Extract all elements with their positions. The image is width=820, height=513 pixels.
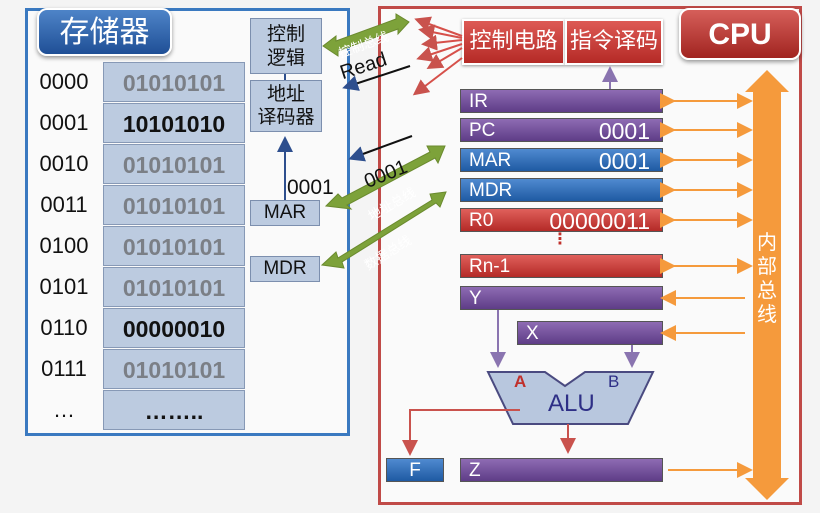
memory-address: 0010 [39,151,89,176]
memory-title: 存储器 [37,8,172,56]
register-mar-label: MAR [469,150,512,171]
memory-cell: 10101010 [103,103,245,143]
register-ellipsis: ⋮ [552,231,568,248]
register-z-label: Z [469,460,481,481]
memory-mar-box: MAR [250,200,320,226]
memory-address: 0101 [39,274,89,299]
register-x-label: X [526,323,539,344]
read-signal-arrow [342,65,411,91]
memory-address: 0110 [40,315,88,340]
register-bus-connectors [660,93,753,478]
register-pc-value: 0001 [598,118,650,144]
control-signal-arrows [412,16,463,96]
register-rn-1-label: Rn-1 [469,256,511,277]
memory-mdr-box: MDR [250,256,320,282]
register-rn-1: Rn-1 [460,254,663,278]
alu-shape [486,371,655,425]
memory-cell: 01010101 [103,226,245,266]
register-r0-label: R0 [469,210,494,231]
register-f: F [386,458,444,482]
memory-cell: 01010101 [103,144,245,184]
memory-address: 0100 [39,233,89,258]
register-y-label: Y [469,288,482,309]
register-y: Y [460,286,663,310]
alu-output-arrows [402,409,576,456]
instruction-decoder-box: 指令译码 [565,19,663,65]
internal-bus-label: 内部总线 [757,230,777,326]
alu-label: ALU [548,390,595,417]
register-mar: MAR 0001 [460,148,663,174]
control-bus [322,13,410,57]
register-ir: IR [460,89,663,113]
register-r0: R0 00000011 [460,208,663,234]
address-bus-value: 0001 [361,156,411,193]
memory-mar-value: 0001 [287,176,334,199]
memory-address: 0000 [39,69,89,94]
memory-cell: 01010101 [103,185,245,225]
register-r0-value: 00000011 [549,208,650,234]
internal-bus-shape [745,70,789,500]
cpu-title: CPU [679,8,801,60]
control-logic-box: 控制 逻辑 [250,18,322,74]
memory-address: 0001 [39,110,89,135]
register-ir-label: IR [469,91,488,112]
memory-cell: 01010101 [103,349,245,389]
alu-input-arrows [490,310,640,368]
data-bus [320,191,447,269]
address-value-arrow [348,135,413,162]
memory-cell: 00000010 [103,308,245,348]
alu-input-b-label: B [608,372,620,391]
register-z: Z [460,458,663,482]
address-decoder-box: 地址 译码器 [250,80,322,132]
address-bus [324,145,446,210]
memory-cell: 01010101 [103,62,245,102]
register-pc-label: PC [469,120,496,141]
register-pc: PC 0001 [460,118,663,144]
register-f-label: F [409,460,421,481]
control-circuit-box: 控制电路 [462,19,565,65]
memory-address: … [53,397,75,422]
register-mar-value: 0001 [598,148,650,174]
alu-input-a-label: A [514,372,527,391]
memory-address: 0111 [41,356,87,381]
register-mdr-label: MDR [469,180,513,201]
register-mdr: MDR [460,178,663,202]
memory-cell: …….. [103,390,245,430]
memory-cell: 01010101 [103,267,245,307]
memory-address: 0011 [40,192,88,217]
